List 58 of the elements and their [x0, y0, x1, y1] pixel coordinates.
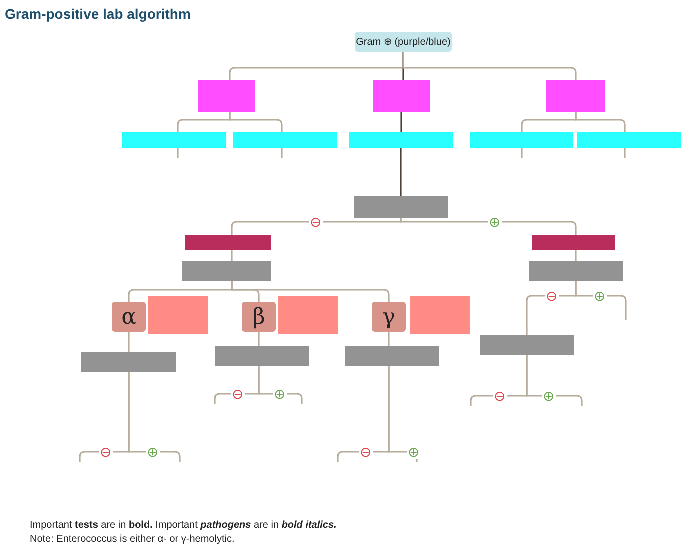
blank-box	[81, 352, 176, 372]
blank-box	[373, 80, 430, 112]
footnote: Note: Enterococcus is either α- or γ-hemolytic.	[30, 534, 235, 545]
edge-label: ⊖	[545, 289, 559, 303]
blank-box	[354, 196, 448, 218]
connector-line	[624, 148, 626, 158]
title: Gram-positive lab algorithm	[5, 6, 191, 22]
blank-box	[215, 346, 309, 366]
connector-line	[128, 332, 130, 352]
connector-line	[229, 112, 283, 132]
blank-box	[345, 346, 439, 366]
result-box: Gram ⊕ (purple/blue)	[355, 32, 452, 52]
blank-box	[410, 296, 470, 334]
connector-line	[258, 332, 260, 346]
blank-box	[532, 235, 615, 250]
connector-line	[388, 366, 418, 462]
connector-line	[400, 218, 577, 235]
edge-label: ⊕	[488, 215, 502, 229]
edge-label: ⊖	[359, 445, 373, 459]
edge-label: ⊕	[273, 387, 287, 401]
edge-label: ⊕	[146, 445, 160, 459]
edge-label: ⊖	[231, 387, 245, 401]
connector-line	[231, 218, 402, 235]
connector-line	[521, 148, 523, 158]
blank-box	[546, 80, 605, 112]
hemolysis-box: β	[242, 302, 276, 332]
connector-line	[526, 355, 583, 406]
edge-label: ⊖	[99, 445, 113, 459]
connector-line	[177, 148, 179, 158]
edge-label: ⊕	[407, 445, 421, 459]
blank-box	[577, 132, 681, 148]
blank-box	[185, 235, 271, 250]
blank-box	[233, 132, 337, 148]
connector-line	[128, 372, 181, 462]
hemolysis-box: α	[112, 302, 146, 332]
blank-box	[148, 296, 208, 334]
blank-box	[349, 132, 453, 148]
hemolysis-box: γ	[372, 302, 406, 332]
blank-box	[198, 80, 255, 112]
edge-label: ⊕	[542, 389, 556, 403]
edge-label: ⊖	[309, 215, 323, 229]
blank-box	[182, 261, 271, 281]
connector-line	[231, 250, 233, 261]
connector-line	[575, 281, 627, 320]
blank-box	[480, 335, 574, 355]
blank-box	[529, 261, 623, 281]
footnote: Important tests are in bold. Important pathogens are in bold italics.	[30, 520, 337, 531]
connector-line	[400, 112, 402, 132]
connector-line	[575, 250, 577, 261]
edge-label: ⊕	[593, 289, 607, 303]
blank-box	[122, 132, 226, 148]
edge-label: ⊖	[493, 389, 507, 403]
blank-box	[470, 132, 573, 148]
connector-line	[281, 148, 283, 158]
blank-box	[278, 296, 338, 334]
connector-line	[575, 112, 626, 132]
connector-line	[388, 332, 390, 346]
connector-line	[400, 148, 402, 196]
